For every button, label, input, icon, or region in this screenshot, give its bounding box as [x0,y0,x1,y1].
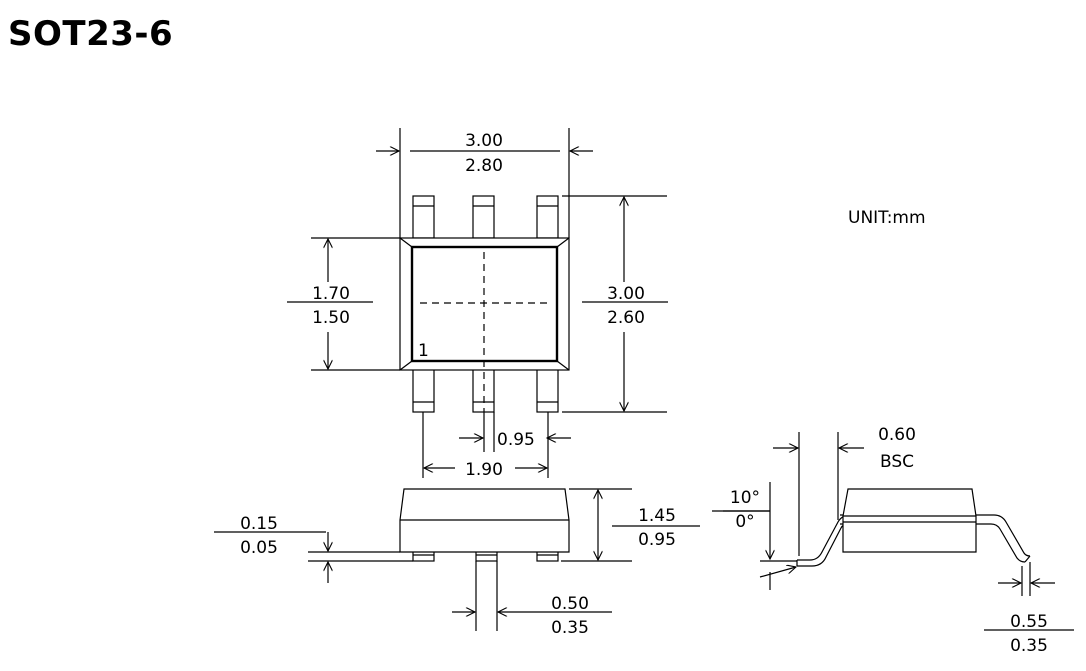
front-view: 0.15 0.05 1.45 0.95 0.50 [214,488,700,638]
dim-body-width: 3.00 2.80 [376,128,593,238]
dim-standoff-max: 0.15 [240,514,278,534]
dim-foot-length-note: BSC [880,452,914,472]
dim-pitch-double-value: 1.90 [465,460,503,480]
dim-lead-angle: 10° 0° [723,482,797,590]
pin-4 [536,195,559,239]
dim-package-height: 1.45 0.95 [561,488,700,562]
dim-lead-angle-max: 10° [730,488,760,508]
dim-body-width-min: 2.80 [465,156,503,176]
dim-lead-width-min: 0.35 [551,618,589,638]
dim-pitch: 0.95 [459,412,571,452]
top-view-pins-lower [412,368,559,413]
dim-standoff: 0.15 0.05 [214,514,413,583]
side-view: 10° 0° 0.60 BSC 0.55 0.35 [723,425,1074,656]
dim-overall-height: 3.00 2.60 [562,195,668,413]
front-view-body [399,488,570,553]
top-view-body [399,237,570,412]
dim-pitch-double: 1.90 [422,412,549,480]
dim-package-height-max: 1.45 [638,506,676,526]
dim-foot-length-value: 0.60 [878,425,916,445]
dim-lead-thickness-min: 0.35 [1010,636,1048,656]
dim-lead-thickness-max: 0.55 [1010,612,1048,632]
dim-body-width-max: 3.00 [465,131,503,151]
dim-lead-width-max: 0.50 [551,594,589,614]
dim-body-height-max: 1.70 [312,284,350,304]
dim-lead-angle-min: 0° [735,512,754,532]
side-view-body [842,488,977,553]
pin-3 [536,368,559,413]
dim-body-height: 1.70 1.50 [287,237,400,371]
page-title: SOT23-6 [8,14,174,54]
pin-1 [412,368,435,413]
top-view: 1 3.00 2.80 1.70 1.50 [287,128,668,480]
pin1-marker: 1 [418,341,429,361]
dim-overall-height-min: 2.60 [607,308,645,328]
dim-foot-length: 0.60 BSC [773,425,916,556]
dim-pitch-value: 0.95 [497,430,535,450]
dim-lead-width: 0.50 0.35 [452,561,612,638]
dim-lead-thickness: 0.55 0.35 [984,562,1074,656]
unit-label: UNIT:mm [848,208,926,228]
dim-body-height-min: 1.50 [312,308,350,328]
pin-5 [472,195,495,239]
dim-package-height-min: 0.95 [638,530,676,550]
dim-standoff-min: 0.05 [240,538,278,558]
pin-6 [412,195,435,239]
dim-overall-height-max: 3.00 [607,284,645,304]
top-view-pins-upper [412,195,559,239]
